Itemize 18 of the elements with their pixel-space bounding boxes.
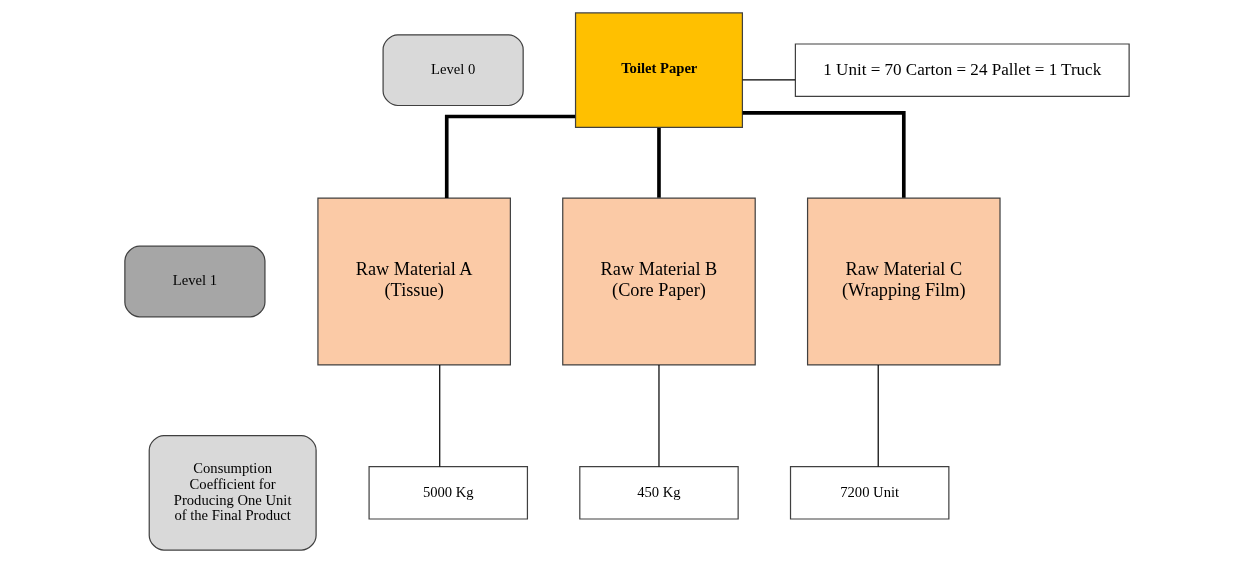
node-box: Level 0: [381, 34, 524, 107]
node-box: 1 Unit = 70 Carton = 24 Pallet = 1 Truck: [794, 43, 1130, 97]
node-box: Toilet Paper: [574, 12, 743, 129]
node-box: Raw Material A (Tissue): [316, 197, 511, 366]
connector: [742, 110, 906, 198]
connector: [438, 364, 440, 468]
node-box: 5000 Kg: [367, 466, 528, 520]
connector: [741, 79, 796, 81]
node-box: Raw Material B (Core Paper): [561, 197, 756, 366]
node-box: Raw Material C (Wrapping Film): [806, 197, 1001, 366]
node-box: Consumption Coefficient for Producing One Unit of the Final Product: [148, 434, 317, 551]
node-box: 450 Kg: [578, 466, 739, 520]
connector: [657, 364, 660, 468]
connector: [444, 114, 575, 198]
connector: [877, 364, 879, 468]
node-box: 7200 Unit: [789, 466, 949, 520]
node-box: Level 1: [123, 245, 266, 318]
connector: [656, 127, 661, 198]
